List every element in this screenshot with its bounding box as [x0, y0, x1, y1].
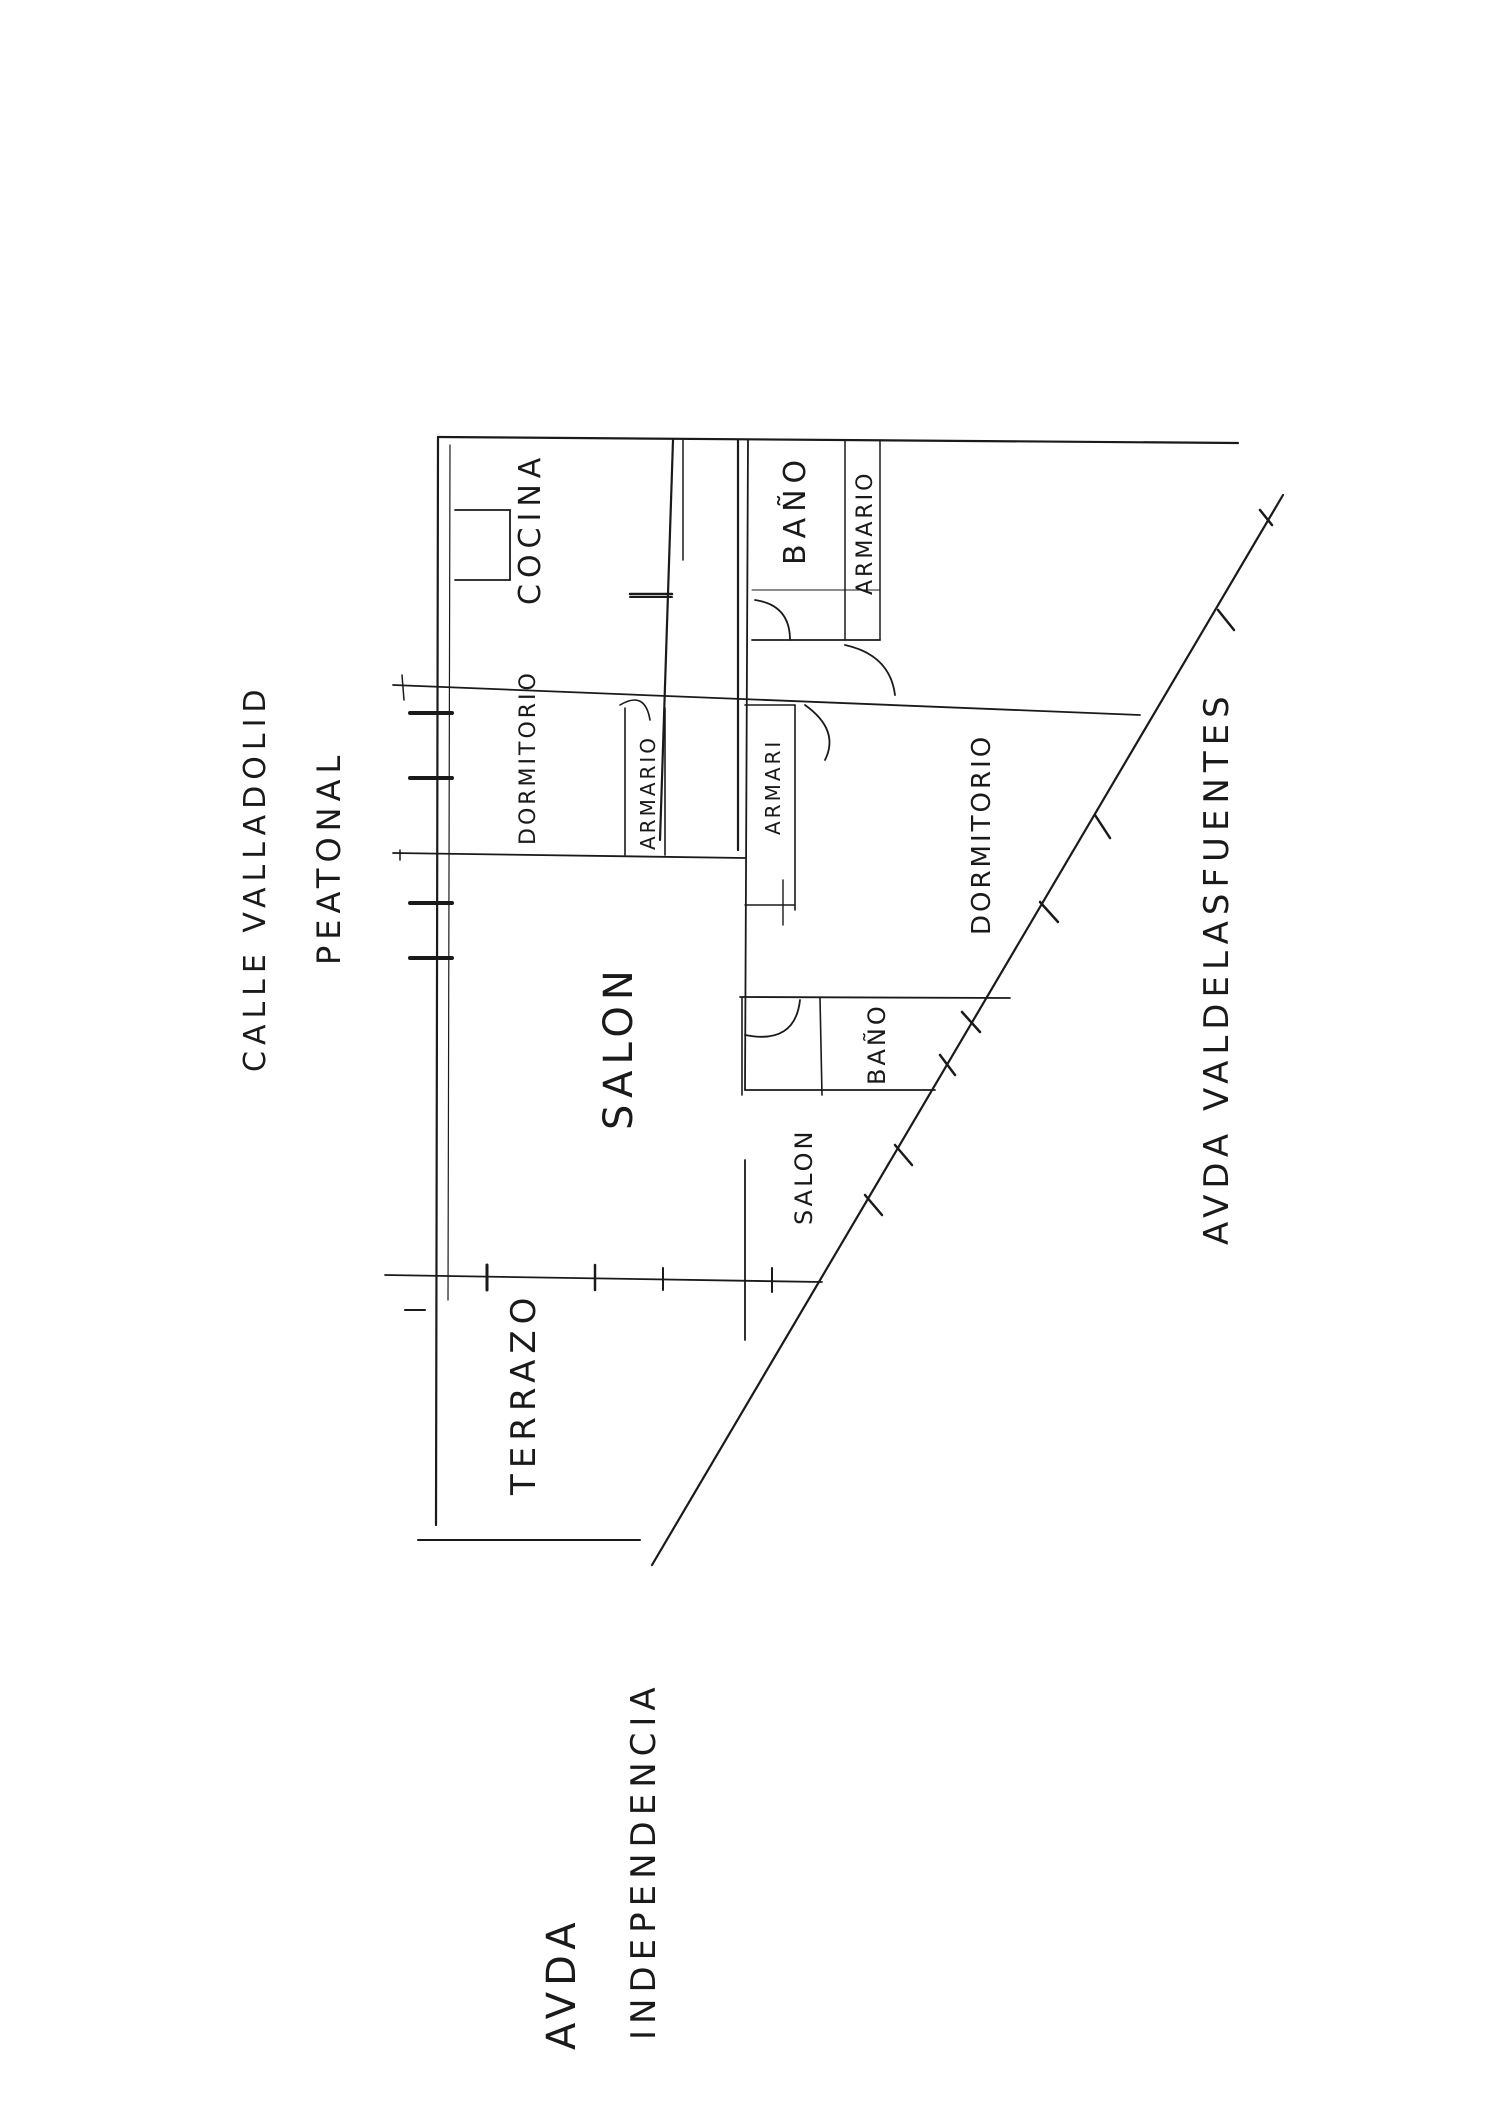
room-salon-main: SALON	[596, 964, 642, 1130]
room-bano-top: BAÑO	[777, 454, 813, 565]
room-dormitorio-left: DORMITORIO	[516, 670, 541, 845]
room-terrazo: TERRAZO	[504, 1292, 544, 1496]
room-armari-center: ARMARI	[761, 739, 785, 835]
street-avda: AVDA	[539, 1916, 585, 2050]
room-armario-left: ARMARIO	[636, 735, 660, 850]
street-avda-valdelasfuentes: AVDA VALDELASFUENTES	[1197, 690, 1237, 1245]
room-salon-small: SALON	[790, 1129, 818, 1225]
room-cocina: COCINA	[513, 452, 548, 605]
floor-plan-walls	[384, 435, 1285, 1567]
street-peatonal: PEATONAL	[310, 750, 348, 965]
street-calle-valladolid: CALLE VALLADOLID	[238, 683, 273, 1072]
room-armario-top: ARMARIO	[853, 471, 878, 595]
room-bano-bottom: BAÑO	[861, 1003, 891, 1085]
room-dormitorio-right: DORMITORIO	[967, 734, 997, 935]
street-independencia: INDEPENDENCIA	[624, 1681, 664, 2040]
